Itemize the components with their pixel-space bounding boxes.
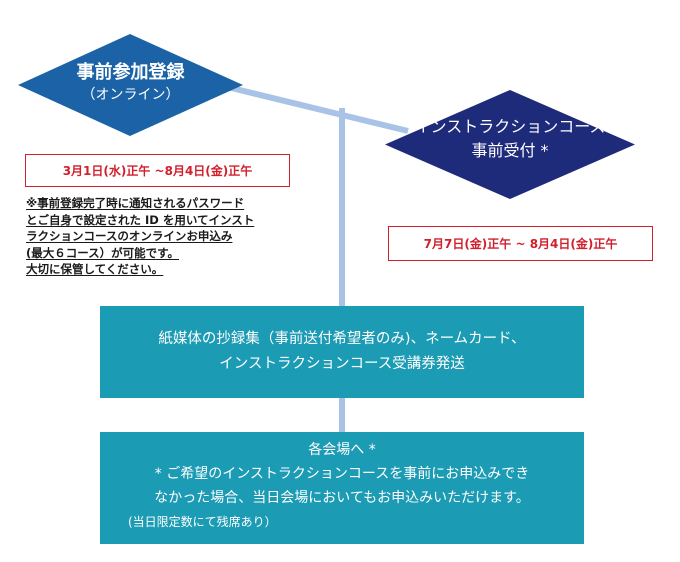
registration-note: ※事前登録完了時に通知されるパスワード とご自身で設定された ID を用いてイン… [26, 195, 254, 278]
instruction-course-diamond [385, 90, 635, 199]
registration-note-line: ラクションコースのオンラインお申込み [26, 229, 233, 243]
registration-period-box: 3月1日(水)正午 ~8月4日(金)正午 [25, 154, 290, 187]
instruction-course-period-box: 7月7日(金)正午 ~ 8月4日(金)正午 [388, 226, 653, 261]
venue-line: * ご希望のインストラクションコースを事前にお申込みでき [154, 466, 530, 482]
shipping-line: 紙媒体の抄録集（事前送付希望者のみ)、ネームカード、 [158, 331, 526, 347]
registration-diamond [18, 34, 243, 136]
venue-title: 各会場へ * [308, 442, 376, 458]
venue-box: 各会場へ * * ご希望のインストラクションコースを事前にお申込みでき なかった… [100, 432, 584, 544]
shipping-box: 紙媒体の抄録集（事前送付希望者のみ)、ネームカード、 インストラクションコース受… [100, 306, 584, 398]
registration-note-line: ※事前登録完了時に通知されるパスワード [26, 196, 245, 210]
registration-note-line: (最大６コース）が可能です。 [26, 245, 180, 260]
venue-line: なかった場合、当日会場においてもお申込みいただけます。 [154, 490, 530, 506]
instruction-course-title: インストラクションコース [414, 117, 606, 136]
registration-title: 事前参加登録 [76, 62, 185, 83]
registration-subtitle: （オンライン） [81, 87, 180, 103]
registration-note-line: 大切に保管してください。 [26, 262, 164, 276]
connector-diagonal [214, 81, 409, 134]
instruction-course-subtitle: 事前受付 * [471, 141, 549, 160]
registration-note-line: とご自身で設定された ID を用いてインスト [26, 212, 255, 227]
shipping-line: インストラクションコース受講券発送 [219, 356, 465, 372]
venue-note: (当日限定数にて残席あり） [128, 515, 277, 529]
